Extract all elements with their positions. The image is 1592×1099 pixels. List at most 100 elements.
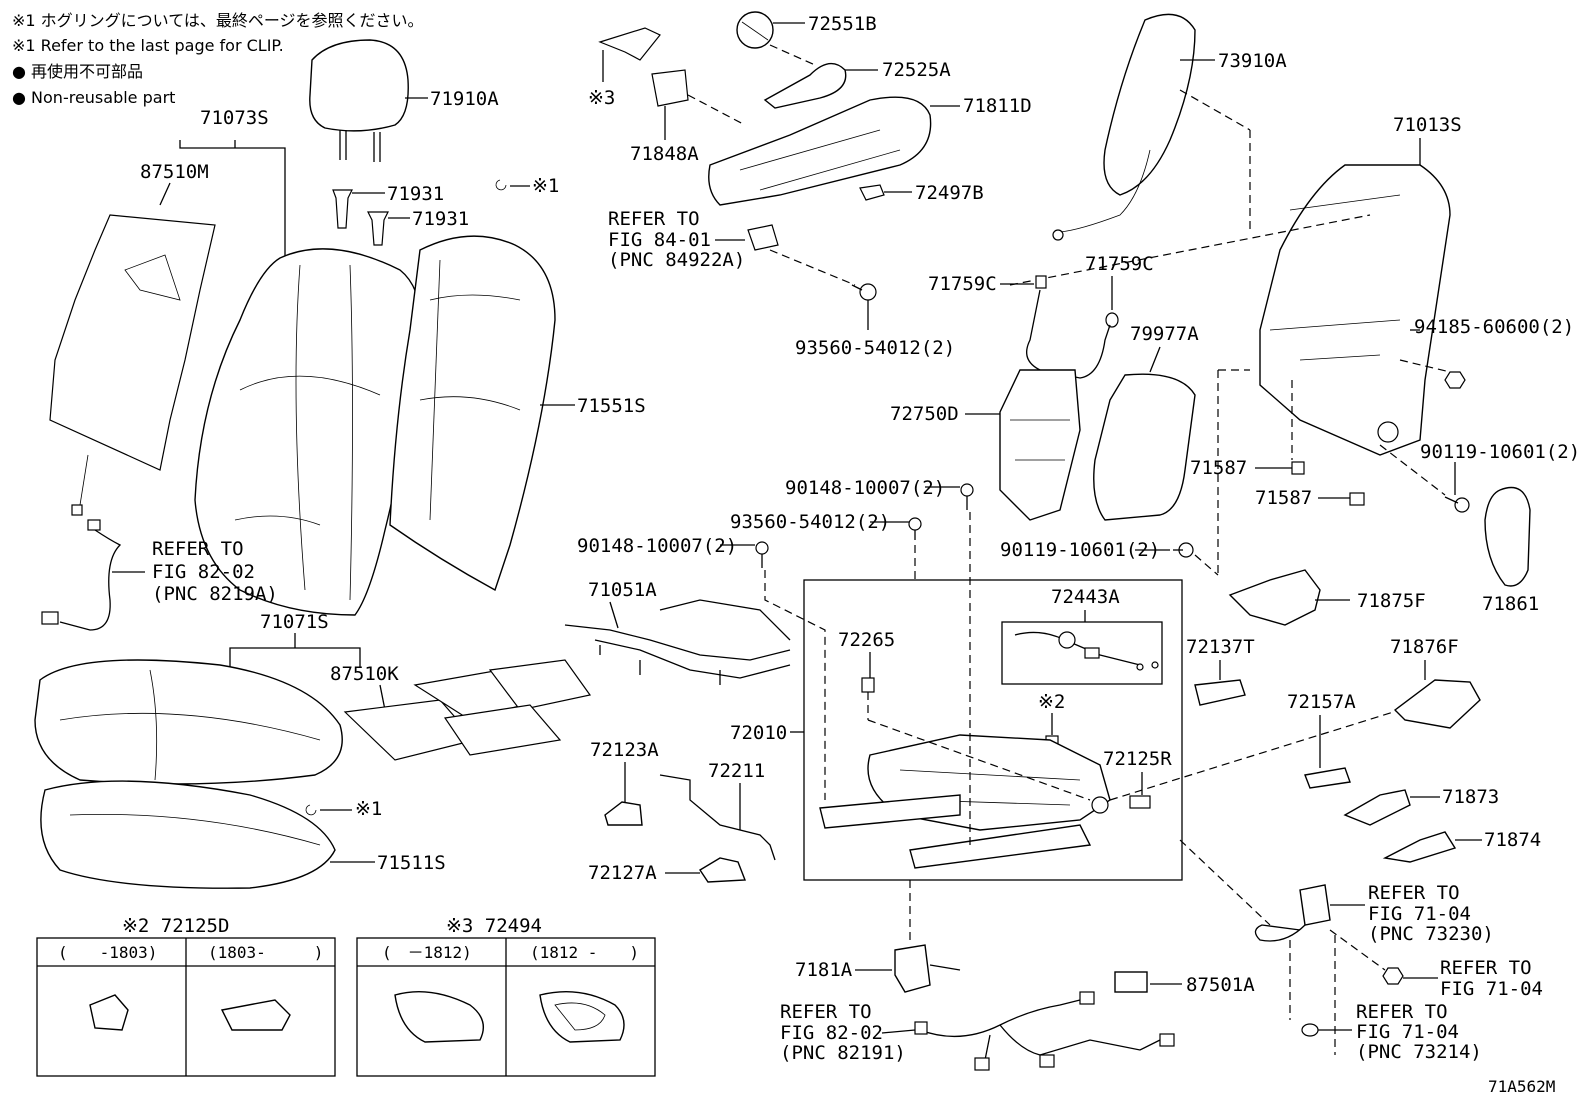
ref-71-04-a-line3: (PNC 73230) — [1368, 923, 1494, 945]
callout-72010: 72010 — [730, 722, 787, 744]
lumbar-support-72750D — [999, 289, 1111, 521]
ref-82-02-b-line3: (PNC 82191) — [780, 1042, 906, 1064]
callout-71875F: 71875F — [1357, 590, 1426, 612]
ref-71-04-b-line1: REFER TO — [1440, 957, 1532, 979]
bracket-71875F — [1228, 569, 1321, 626]
bolt-90119-a — [1444, 496, 1470, 513]
variant-table-1-col1: ( -1803) — [58, 943, 157, 962]
callout-7181A: 7181A — [795, 959, 853, 981]
callout-71876F: 71876F — [1390, 636, 1459, 658]
callout-71073S: 71073S — [200, 107, 269, 129]
callout-90119-10601-a: 90119-10601(2) — [1420, 441, 1580, 463]
ref-84-01-line3: (PNC 84922A) — [608, 249, 745, 271]
callout-94185-60600: 94185-60600(2) — [1414, 316, 1574, 338]
bolt-90148-a — [960, 483, 974, 510]
cover-71876F — [1393, 679, 1481, 729]
nut-94185 — [1444, 371, 1466, 389]
callout-93560-54012-b: 93560-54012(2) — [730, 511, 890, 533]
cover-72157A — [1304, 767, 1351, 789]
ref-82-02-a-line3: (PNC 8219A) — [152, 583, 278, 605]
callout-72525A: 72525A — [882, 59, 951, 81]
variant-table-1-title: ※2 72125D — [122, 915, 229, 937]
seat-adjuster-group-box — [803, 579, 1183, 881]
cover-72137T — [1194, 679, 1246, 706]
seatback-board-79977A — [1093, 373, 1196, 521]
callout-71071S: 71071S — [260, 611, 329, 633]
nut-73230 — [1382, 967, 1404, 985]
seatbelt-buckle — [1254, 884, 1331, 942]
note-clip-en: ※1 Refer to the last page for CLIP. — [12, 36, 284, 55]
callout-73910A: 73910A — [1218, 50, 1287, 72]
headrest-part — [309, 39, 409, 162]
callout-71759C-a: 71759C — [928, 273, 997, 295]
clip-note-1b: ※1 — [355, 798, 382, 820]
seatback-cover-part — [194, 248, 422, 616]
back-cover-71861 — [1484, 486, 1531, 587]
callout-71848A: 71848A — [630, 143, 699, 165]
seatback-frame-71013S — [1259, 164, 1451, 456]
callout-87510M: 87510M — [140, 161, 209, 183]
callout-93560-54012-a: 93560-54012(2) — [795, 337, 955, 359]
cover-71873 — [1343, 789, 1411, 826]
callout-72443A: 72443A — [1051, 586, 1120, 608]
callout-71759C-b: 71759C — [1085, 253, 1154, 275]
callout-71013S: 71013S — [1393, 114, 1462, 136]
cap-72551B — [736, 11, 774, 49]
seatback-pad-87510M — [49, 214, 216, 516]
note-ref-2: ※2 — [1038, 691, 1065, 713]
callout-72497B: 72497B — [915, 182, 984, 204]
seat-cushion-pad-part — [40, 780, 336, 889]
ref-82-02-b-line1: REFER TO — [780, 1001, 872, 1023]
note-clip-jp: ※1 ホグリングについては、最終ページを参照ください。 — [12, 11, 424, 30]
note-ref-3: ※3 — [588, 87, 615, 109]
ref-82-02-a-line1: REFER TO — [152, 538, 244, 560]
seat-cushion-cover-part — [34, 659, 343, 785]
seatback-harness — [41, 519, 122, 631]
callout-72551B: 72551B — [808, 13, 877, 35]
callout-71873: 71873 — [1442, 786, 1499, 808]
headrest-guide-part — [332, 189, 389, 246]
callout-71931-a: 71931 — [387, 183, 444, 205]
ref-71-04-c-line1: REFER TO — [1356, 1001, 1448, 1023]
callout-71587-b: 71587 — [1255, 487, 1312, 509]
airbag-73910A — [1052, 13, 1196, 241]
cover-72494 — [598, 27, 661, 61]
seat-adjuster-72010 — [819, 734, 1111, 869]
screw-93560-a — [851, 283, 877, 301]
note-nonreusable-jp: ● 再使用不可部品 — [12, 62, 143, 81]
callout-72125R: 72125R — [1103, 748, 1172, 770]
callout-71910A: 71910A — [430, 88, 499, 110]
callout-90148-10007-a: 90148-10007(2) — [785, 477, 945, 499]
bracket-7181A — [894, 944, 961, 993]
callout-71051A: 71051A — [588, 579, 657, 601]
rod-72211 — [659, 774, 776, 861]
cover-71874 — [1382, 831, 1457, 863]
callout-71931-b: 71931 — [412, 208, 469, 230]
callout-72265: 72265 — [838, 629, 895, 651]
variant-table-2-col2: (1812 - ) — [530, 943, 639, 962]
cover-72123A — [604, 801, 643, 826]
callout-72750D: 72750D — [890, 403, 959, 425]
washer-73214 — [1301, 1023, 1319, 1037]
callout-90119-10601-b: 90119-10601(2) — [1000, 539, 1160, 561]
callout-71861: 71861 — [1482, 593, 1539, 615]
ref-84-01-line2: FIG 84-01 — [608, 229, 711, 251]
ref-71-04-a-line2: FIG 71-04 — [1368, 903, 1471, 925]
bolt-90119-b — [1173, 542, 1194, 558]
callout-71811D: 71811D — [963, 95, 1032, 117]
bolt-90148-b — [755, 541, 769, 568]
knob-72525A — [763, 62, 847, 109]
ref-71-04-a-line1: REFER TO — [1368, 882, 1460, 904]
cover-72127A — [699, 857, 747, 883]
variant-table-2 — [356, 937, 656, 1077]
callout-71587-a: 71587 — [1190, 457, 1247, 479]
ref-71-04-c-line3: (PNC 73214) — [1356, 1041, 1482, 1063]
callout-87510K: 87510K — [330, 663, 399, 685]
seat-cushion-pad-87510K — [343, 659, 592, 761]
callout-72137T: 72137T — [1186, 636, 1255, 658]
ref-71-04-c-line2: FIG 71-04 — [1356, 1021, 1459, 1043]
switch-84922A — [747, 224, 779, 251]
callout-71874: 71874 — [1484, 829, 1541, 851]
part-87501A — [1114, 971, 1148, 993]
